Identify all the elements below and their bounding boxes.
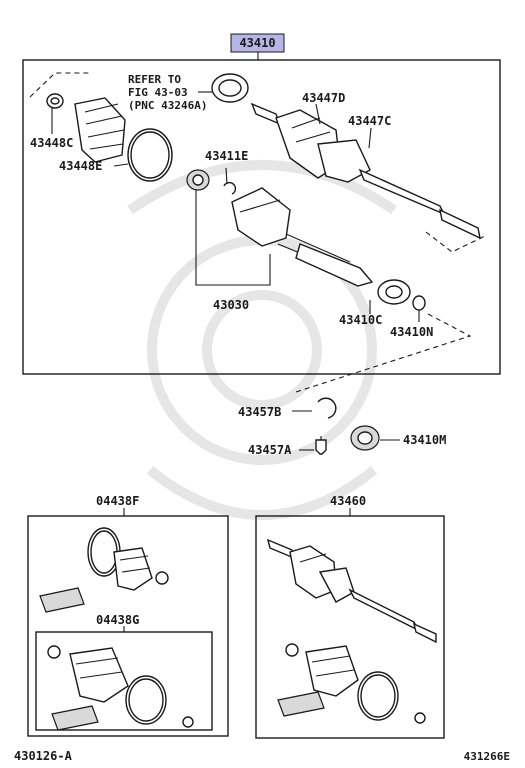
guide-line-right (425, 231, 486, 253)
small-boot-clamp[interactable] (46, 93, 64, 109)
shaft-assembly-43460[interactable] (266, 538, 437, 724)
note-line-2: FIG 43-03 (128, 86, 188, 99)
callout-43411E[interactable]: 43411E (205, 149, 248, 163)
callout-43030[interactable]: 43030 (213, 298, 249, 312)
drive-shaft-upper[interactable] (250, 102, 481, 240)
callout-43448E[interactable]: 43448E (59, 159, 102, 173)
callout-04438F[interactable]: 04438F (96, 494, 139, 508)
callout-43457A[interactable]: 43457A (248, 443, 292, 457)
o-ring-43410N[interactable] (412, 295, 426, 311)
callout-43447D[interactable]: 43447D (302, 91, 345, 105)
main-part-highlight[interactable] (230, 33, 285, 53)
seal-ring-top[interactable] (211, 73, 249, 103)
snap-ring-43457B[interactable] (317, 397, 337, 419)
callout-43460[interactable]: 43460 (330, 494, 366, 508)
plug-43457A[interactable] (315, 436, 327, 455)
callout-43410C[interactable]: 43410C (339, 313, 382, 327)
oil-seal-43410C[interactable] (377, 279, 411, 305)
tripod-joint[interactable] (186, 169, 210, 191)
callout-04438G[interactable]: 04438G (96, 613, 139, 627)
callout-43410N[interactable]: 43410N (390, 325, 433, 339)
callout-43448C[interactable]: 43448C (30, 136, 73, 150)
snap-ring-43411E[interactable] (223, 181, 237, 195)
guide-line-connector (295, 313, 472, 393)
note-line-1: REFER TO (128, 73, 181, 86)
large-boot-clamp[interactable] (127, 128, 173, 182)
oil-seal-43410M[interactable] (350, 425, 380, 451)
callout-43410M[interactable]: 43410M (403, 433, 446, 447)
guide-line-left (29, 72, 90, 98)
footer-left-code: 430126-A (14, 749, 73, 763)
boot-bellows-left[interactable] (74, 97, 126, 163)
boot-kit-inner-parts[interactable] (47, 645, 194, 731)
main-assembly-frame (22, 59, 501, 375)
boot-kit-frame (27, 515, 229, 737)
main-part-number[interactable]: 43410 (239, 36, 275, 50)
inboard-housing-43030[interactable] (231, 187, 374, 287)
footer-right-code: 431266E (464, 750, 510, 763)
boot-kit-outer-parts[interactable] (39, 527, 169, 613)
note-line-3: (PNC 43246A) (128, 99, 207, 112)
callout-43457B[interactable]: 43457B (238, 405, 281, 419)
callout-43447C[interactable]: 43447C (348, 114, 391, 128)
